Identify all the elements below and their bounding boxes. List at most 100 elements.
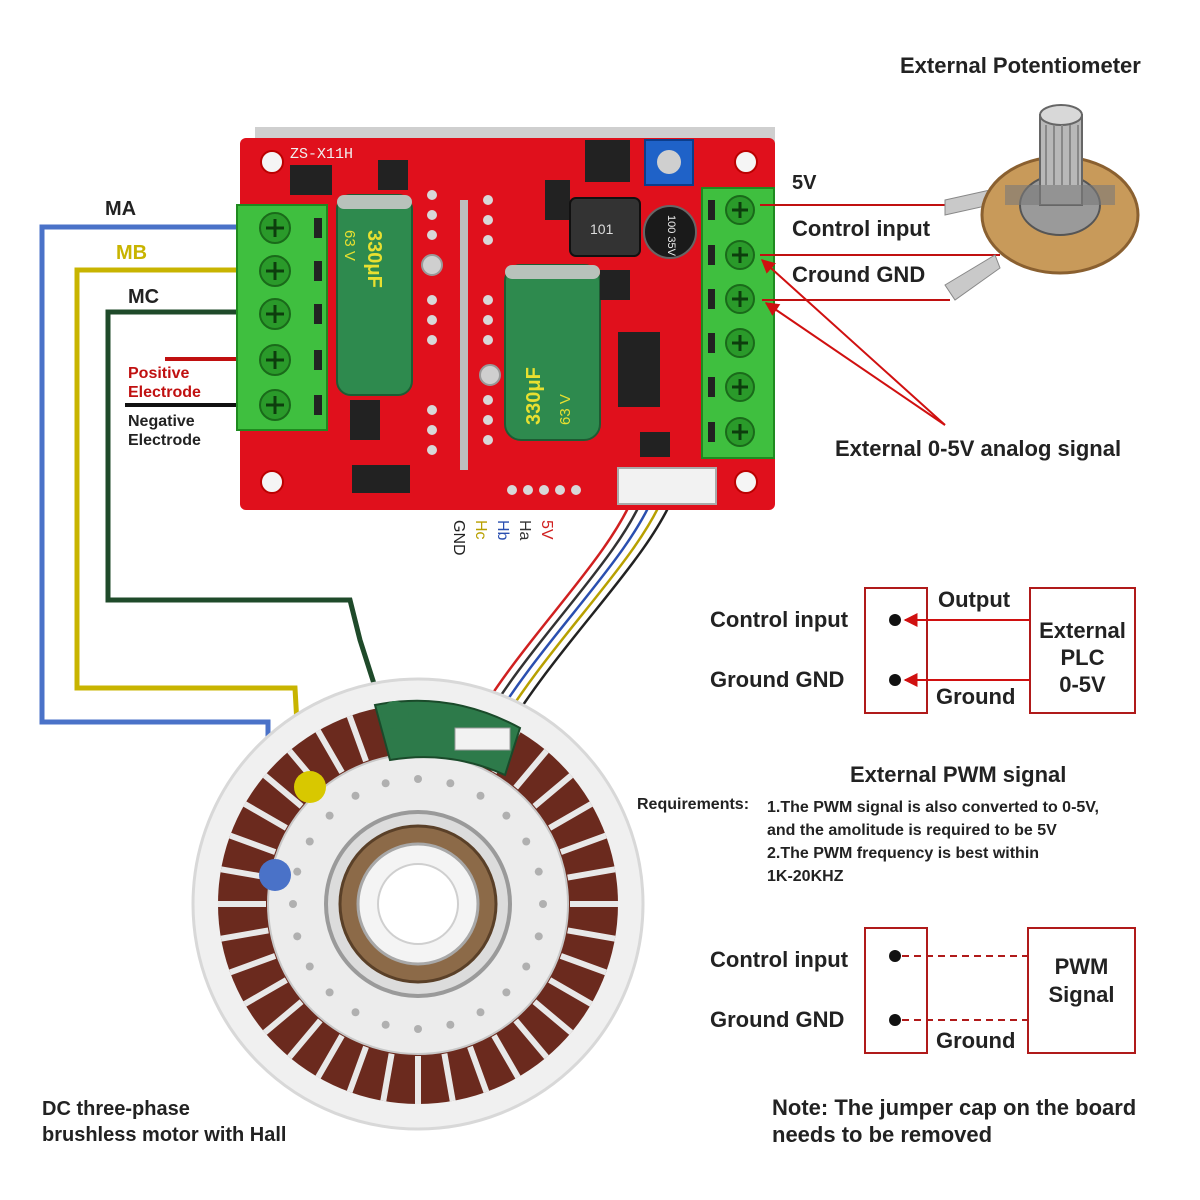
coil-gap <box>567 927 616 942</box>
screw-hole <box>289 900 297 908</box>
phase-point-mc <box>381 701 409 729</box>
svg-text:330μF: 330μF <box>523 367 545 425</box>
screw-hole <box>414 1025 422 1033</box>
analog-signal-label: External 0-5V analog signal <box>835 436 1122 461</box>
screw-hole <box>502 988 511 997</box>
screw-hole <box>293 867 302 876</box>
coil-gap <box>548 801 593 831</box>
pwm-requirements-prefix: Requirements: <box>637 796 750 813</box>
pwm-ground-label: Ground <box>936 1028 1016 1053</box>
screw-hole <box>502 811 511 820</box>
screw-hole <box>351 791 360 800</box>
coil-gap <box>315 1034 345 1079</box>
hall-pin-hc: Hc <box>472 520 489 540</box>
mb-label: MB <box>116 242 148 264</box>
phase-point-ma <box>259 859 291 891</box>
wire-mc <box>105 309 388 719</box>
driver-ic <box>618 332 660 407</box>
screw-hole <box>446 1020 455 1029</box>
coil-gap <box>229 953 277 976</box>
svg-text:101: 101 <box>590 221 614 237</box>
coil-gap <box>380 1053 395 1102</box>
terminal-control-input-label: Control input <box>792 216 931 241</box>
inductor: 101 <box>569 197 641 257</box>
screw-hole <box>305 962 314 971</box>
screw-hole <box>534 932 543 941</box>
plc-control-input-label: Control input <box>710 607 849 632</box>
coil-gap <box>548 977 593 1007</box>
screw-hole <box>351 1008 360 1017</box>
pwm-requirements: 1.The PWM signal is also converted to 0-… <box>767 799 1099 885</box>
hall-pin-labels: 5V Ha Hb Hc GND <box>450 520 555 556</box>
coil-gap <box>467 1045 490 1093</box>
screw-hole <box>381 779 390 788</box>
svg-text:63 V: 63 V <box>341 230 358 261</box>
coil-gap <box>287 1018 323 1060</box>
motor-caption: DC three-phase brushless motor with Hall <box>42 1098 287 1146</box>
terminal-5v-label: 5V <box>792 172 817 194</box>
plc-wiring-diagram <box>864 587 1136 714</box>
coil-gap <box>532 773 574 809</box>
coil-gap <box>513 748 549 790</box>
positive-electrode-label: Positive Electrode <box>128 365 201 401</box>
coil-gap <box>315 729 345 774</box>
plc-ground-gnd-label: Ground GND <box>710 667 845 692</box>
plc-output-label: Output <box>938 587 1011 612</box>
pwm-wiring-diagram <box>864 927 1136 1054</box>
svg-text:63 V: 63 V <box>557 394 574 425</box>
coil-gap <box>491 1034 521 1079</box>
terminal-ground-label: Cround GND <box>792 262 926 287</box>
plc-box-label: External PLC 0-5V <box>1039 618 1126 697</box>
coil-gap <box>220 927 269 942</box>
pwm-box-label: PWM Signal <box>1048 954 1115 1007</box>
screw-hole <box>539 900 547 908</box>
screw-hole <box>522 837 531 846</box>
coil-gap <box>513 1018 549 1060</box>
ma-label: MA <box>105 198 137 220</box>
coil-gap <box>346 715 369 763</box>
screw-hole <box>414 775 422 783</box>
bldc-motor <box>191 677 645 1131</box>
hall-pin-ha: Ha <box>516 520 533 541</box>
coil-gap <box>243 977 288 1007</box>
small-capacitor <box>643 205 697 259</box>
screw-hole <box>305 837 314 846</box>
coil-gap <box>559 832 607 855</box>
coil-gap <box>346 1045 369 1093</box>
plc-ground-label: Ground <box>936 684 1016 709</box>
coil-gap <box>243 801 288 831</box>
jumper-note: Note: The jumper cap on the board needs … <box>772 1095 1137 1147</box>
pwm-control-input-label: Control input <box>710 947 849 972</box>
motor-terminal-block <box>236 204 328 431</box>
svg-text:330μF: 330μF <box>363 230 385 288</box>
signal-terminal-block <box>701 187 775 459</box>
coil-gap <box>262 773 304 809</box>
coil-gap <box>559 953 607 976</box>
hall-pin-5v: 5V <box>538 520 555 540</box>
screw-hole <box>534 867 543 876</box>
controller-board: ZS-X11H <box>236 127 775 510</box>
screw-hole <box>446 779 455 788</box>
hall-pin-gnd: GND <box>450 520 467 556</box>
phase-point-mb <box>294 771 326 803</box>
coil-gap <box>441 1053 456 1102</box>
capacitor-left: 330μF 63 V <box>336 194 413 396</box>
board-model-label: ZS-X11H <box>290 146 353 163</box>
screw-hole <box>325 988 334 997</box>
screw-hole <box>476 791 485 800</box>
coil-gap <box>567 866 616 881</box>
mc-label: MC <box>128 286 160 308</box>
negative-electrode-label: Negative Electrode <box>128 413 201 449</box>
coil-gap <box>229 832 277 855</box>
screw-hole <box>293 932 302 941</box>
chip-top <box>585 140 630 182</box>
screw-hole <box>522 962 531 971</box>
potentiometer-image <box>760 104 1140 301</box>
screw-hole <box>325 811 334 820</box>
pwm-ground-gnd-label: Ground GND <box>710 1007 845 1032</box>
analog-signal-arrows <box>760 259 946 426</box>
capacitor-right: 330μF 63 V <box>504 264 601 441</box>
pwm-title: External PWM signal <box>850 762 1067 787</box>
potentiometer-title: External Potentiometer <box>900 53 1141 78</box>
